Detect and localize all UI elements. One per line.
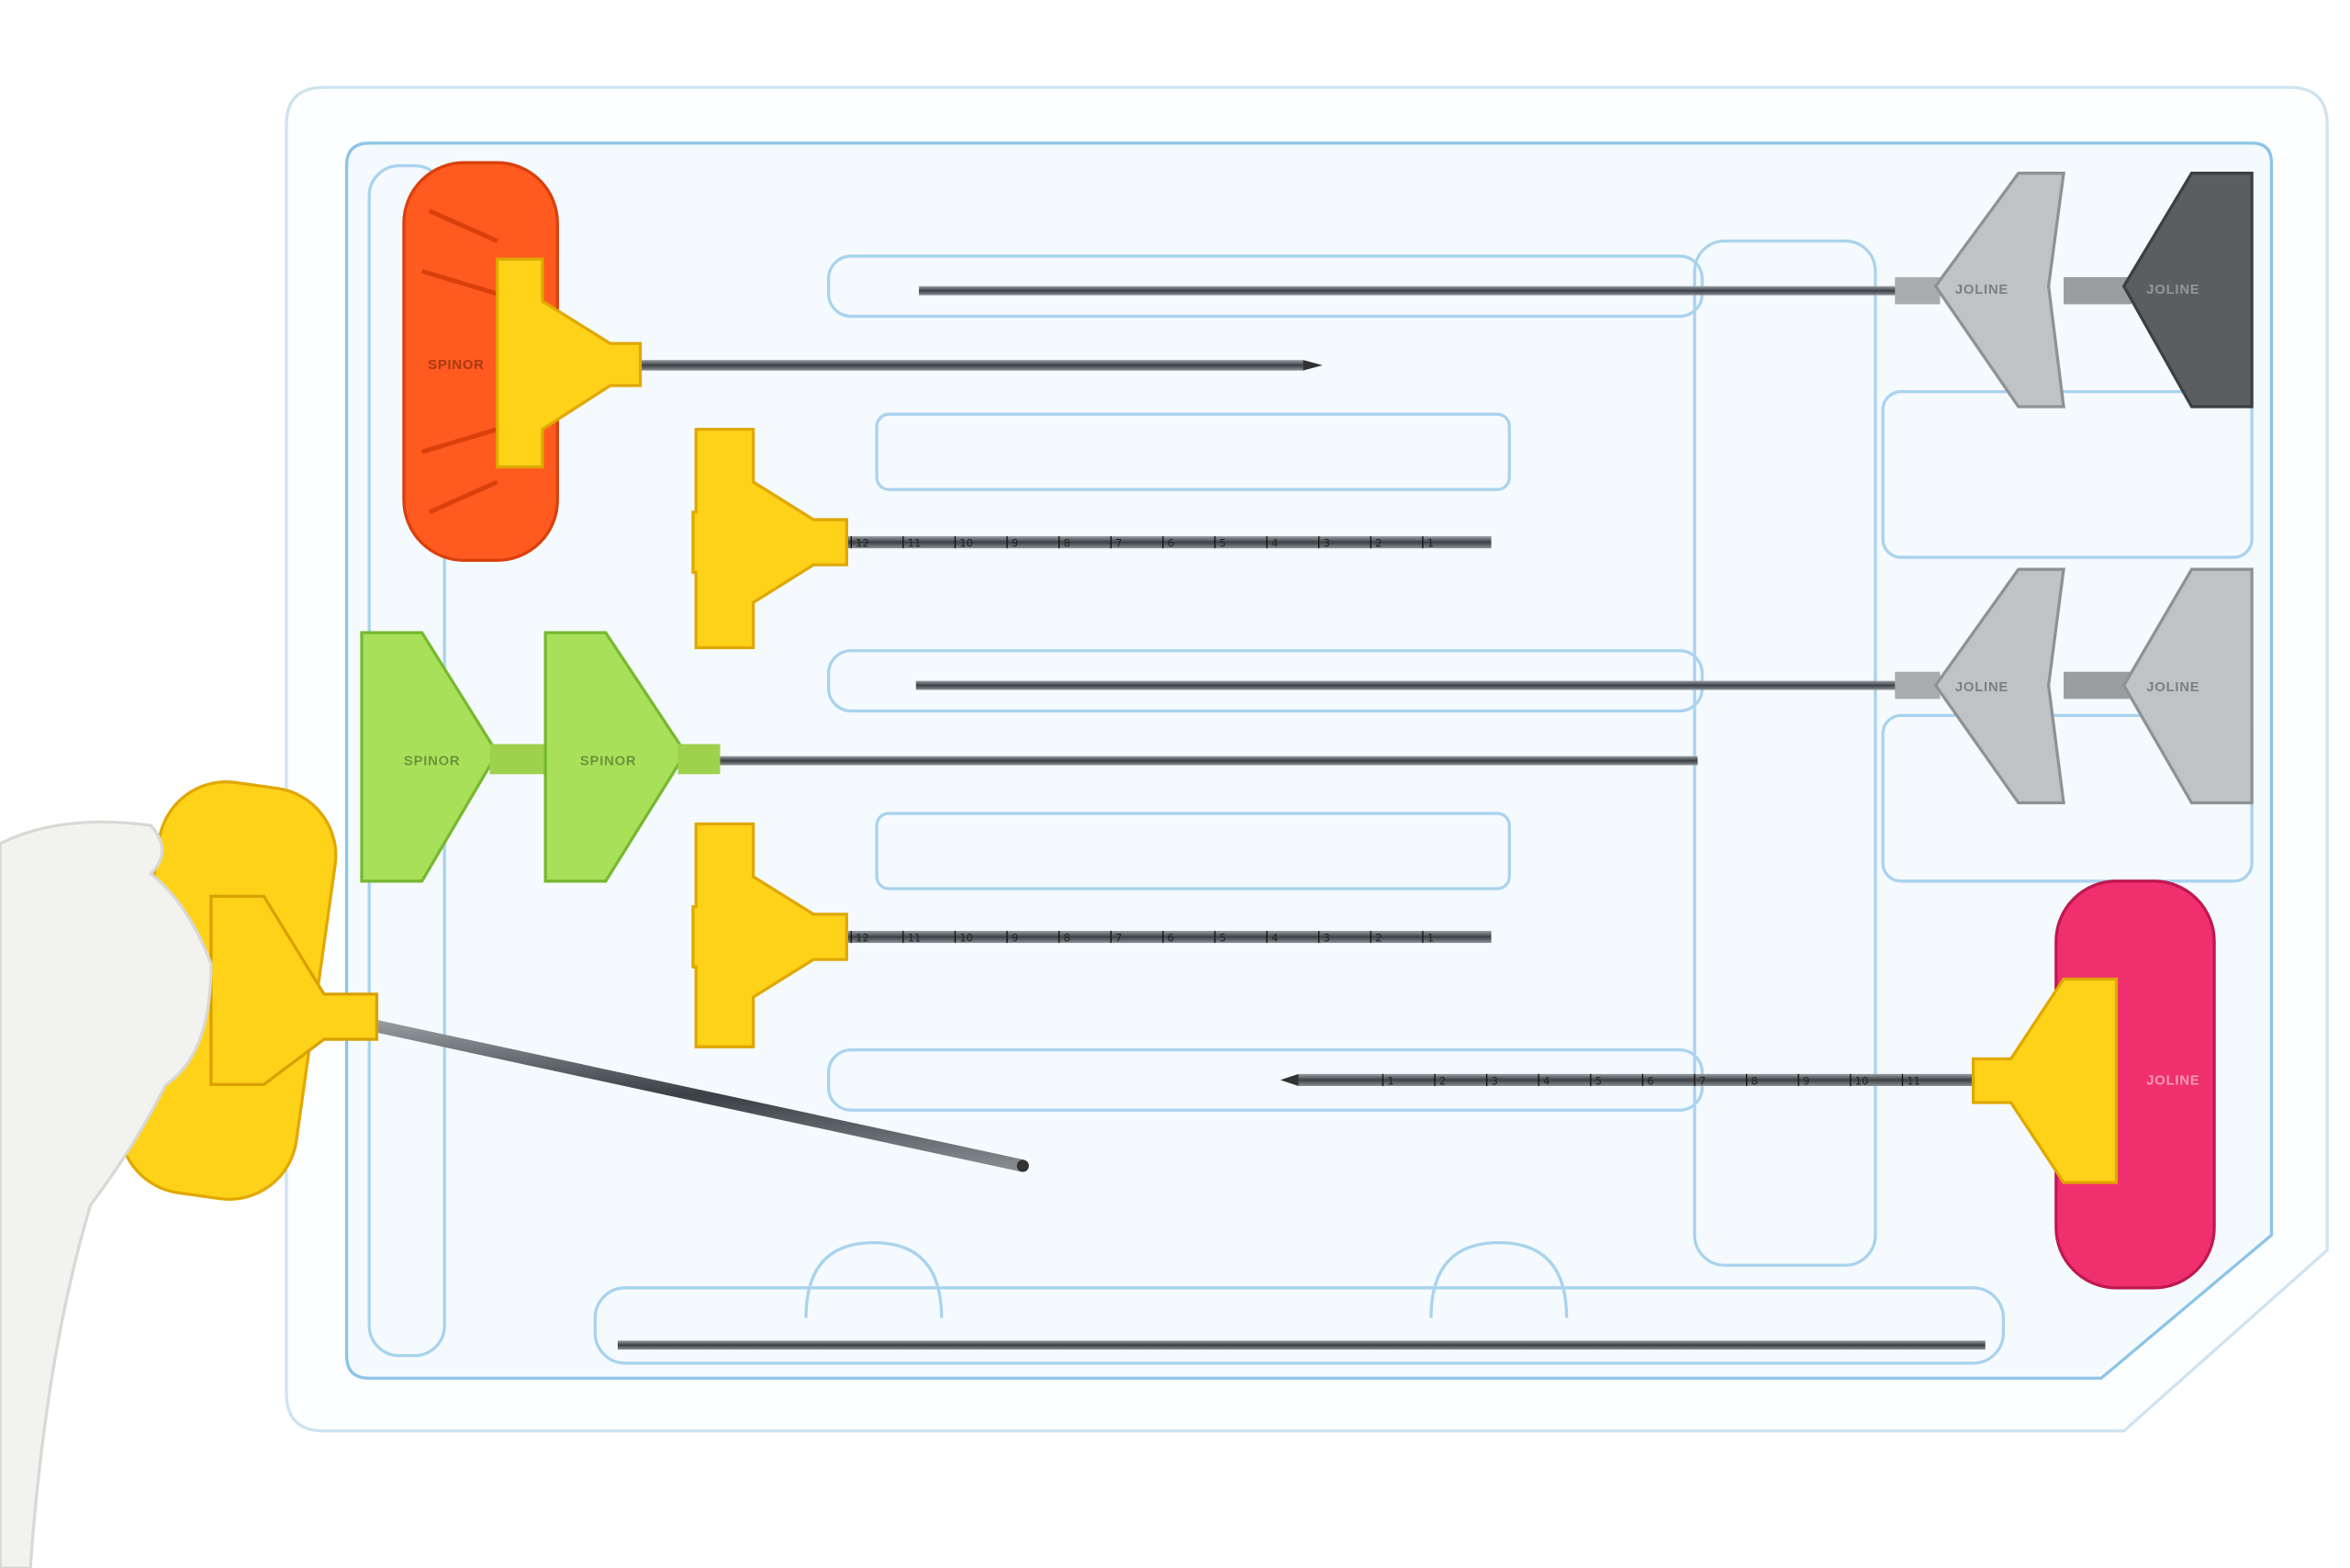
logo-joline: JOLINE: [1955, 680, 2009, 695]
ruler-label: 7: [1115, 931, 1122, 944]
needle-yellow-short-2: 12 11 10 9 8 7 6 5 4 3 2 1: [691, 822, 1492, 1048]
ruler-label: 5: [1595, 1074, 1602, 1087]
ruler-label: 6: [1647, 1074, 1653, 1087]
ruler-label: 11: [908, 931, 922, 944]
ruler-label: 12: [856, 537, 869, 550]
ruler-label: 10: [959, 931, 973, 944]
ruler-label: 10: [1855, 1074, 1869, 1087]
stylet-rod: [617, 1340, 1986, 1350]
ruler-label: 3: [1492, 1074, 1498, 1087]
logo-joline: JOLINE: [1955, 283, 2009, 297]
ruler-label: 9: [1012, 537, 1018, 550]
logo-joline: JOLINE: [2146, 283, 2199, 297]
ruler-label: 5: [1219, 931, 1225, 944]
needle-pink: 1 2 3 4 5 6 7 8 9 10 11 JOLINE: [1280, 879, 2216, 1290]
ruler-label: 2: [1375, 537, 1382, 550]
ruler-label: 6: [1168, 931, 1174, 944]
ruler-label: 2: [1375, 931, 1382, 944]
ruler-label: 8: [1064, 931, 1070, 944]
gloved-hand: [0, 820, 213, 1568]
ruler-label: 9: [1803, 1074, 1809, 1087]
needle-green: SPINOR SPINOR: [360, 631, 1698, 883]
ruler-label: 3: [1324, 537, 1330, 550]
ruler-label: 4: [1543, 1074, 1550, 1087]
ruler-label: 4: [1271, 537, 1278, 550]
ruler-label: 3: [1324, 931, 1330, 944]
logo-joline: JOLINE: [2146, 680, 2199, 695]
ruler-label: 6: [1168, 537, 1174, 550]
logo-spinor: SPINOR: [580, 754, 636, 768]
needle-gray-top: JOLINE JOLINE: [919, 172, 2254, 409]
ruler-label: 1: [1387, 1074, 1393, 1087]
ruler-label: 10: [959, 537, 973, 550]
logo-joline: JOLINE: [2146, 1073, 2199, 1088]
ruler-label: 2: [1439, 1074, 1446, 1087]
needle-yellow-held: [118, 780, 1029, 1201]
ruler-label: 1: [1427, 931, 1434, 944]
logo-spinor: SPINOR: [404, 754, 460, 768]
ruler-label: 7: [1699, 1074, 1706, 1087]
ruler-label: 8: [1751, 1074, 1758, 1087]
needle-yellow-short-1: 12 11 10 9 8 7 6 5 4 3 2 1: [691, 427, 1492, 650]
ruler-label: 1: [1427, 537, 1434, 550]
needle-orange: SPINOR: [402, 161, 1323, 562]
needle-gray-mid: JOLINE JOLINE: [915, 567, 2254, 805]
ruler-label: 11: [908, 537, 922, 550]
ruler-label: 5: [1219, 537, 1225, 550]
ruler-label: 4: [1271, 931, 1278, 944]
ruler-label: 11: [1907, 1074, 1920, 1087]
ruler-label: 8: [1064, 537, 1070, 550]
ruler-label: 7: [1115, 537, 1122, 550]
ruler-label: 12: [856, 931, 869, 944]
logo-spinor: SPINOR: [428, 358, 484, 373]
ruler-label: 9: [1012, 931, 1018, 944]
